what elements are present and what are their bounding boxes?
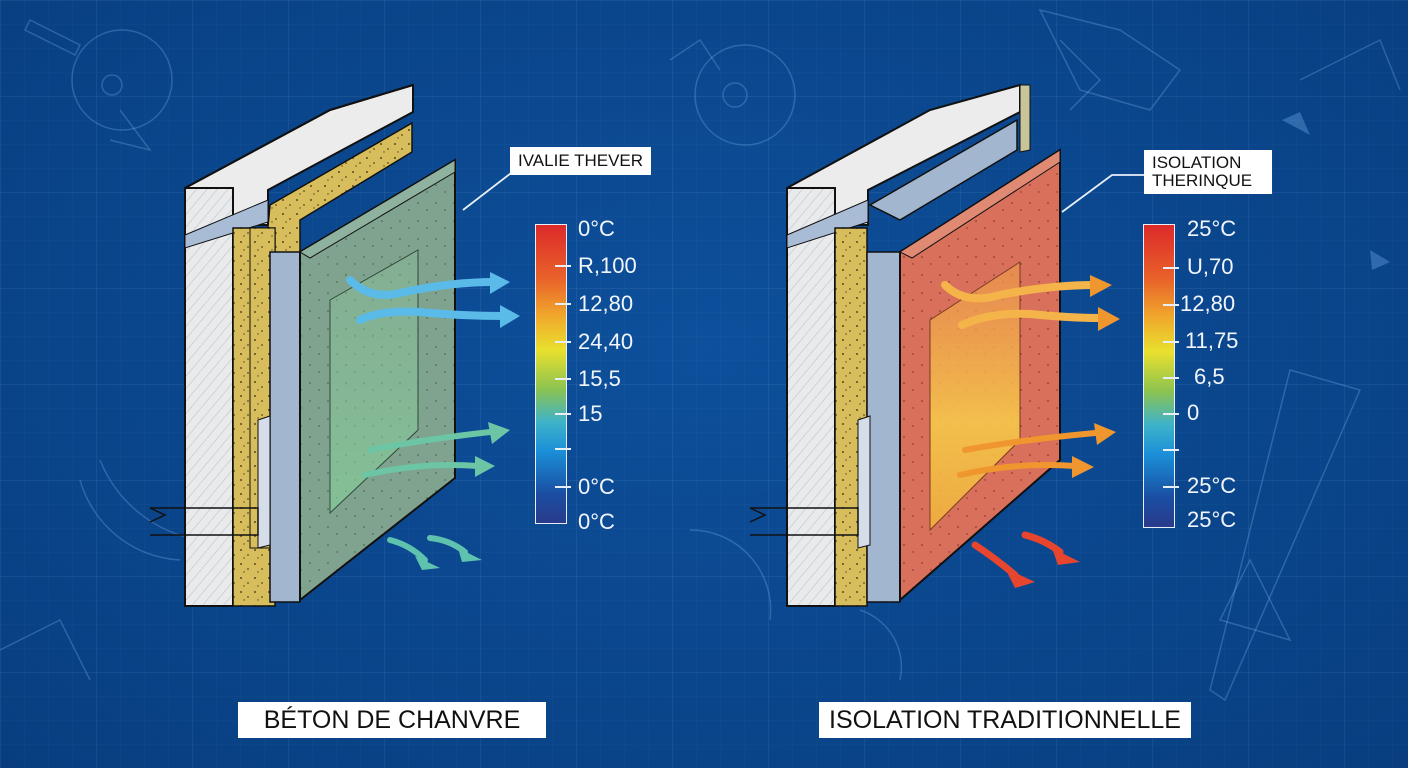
callout-line-2: THERINQUE [1152, 170, 1253, 190]
heat-flow-arrows-warm [941, 275, 1120, 588]
scale-tick [1163, 377, 1179, 379]
scale-tick [555, 341, 571, 343]
callout-leader-right [1061, 174, 1144, 213]
scale-label: 25°C [1187, 216, 1237, 241]
scale-tick [1163, 486, 1179, 488]
scale-label: 0°C [578, 474, 615, 499]
scale-label: 24,40 [578, 329, 634, 354]
flow-arrow-4 [957, 462, 1078, 478]
flow-arrow-6 [1021, 531, 1064, 556]
scale-label: R,100 [578, 253, 637, 278]
flow-arrow-5 [387, 537, 428, 563]
flow-arrow-3 [367, 429, 493, 453]
callout-label-left: IVALIE THEVER [510, 147, 652, 175]
scale-label: 25°C [1187, 473, 1237, 498]
scale-label: 0°C [578, 509, 615, 534]
scale-tick [1163, 304, 1179, 306]
flow-arrow-2 [356, 307, 509, 324]
scale-label: 0°C [578, 216, 615, 241]
flow-arrow-2 [958, 309, 1104, 329]
temperature-color-scale-right [1143, 224, 1175, 528]
membrane-layer-top [868, 118, 1018, 221]
scale-tick [555, 378, 571, 380]
gear-sketch-icon [694, 44, 796, 146]
scale-label: 25°C [1187, 507, 1237, 532]
scale-label: U,70 [1187, 254, 1234, 279]
ruler-sketch-icon [1209, 369, 1362, 702]
panel-title-hemp-concrete: BÉTON DE CHANVRE [238, 702, 546, 738]
scale-tick [555, 486, 571, 488]
callout-line-1: ISOLATION [1152, 153, 1242, 172]
scale-tick [555, 303, 571, 305]
panel-title-traditional-insulation: ISOLATION TRADITIONNELLE [819, 702, 1191, 738]
flow-arrow-1 [941, 281, 1099, 303]
concrete-wall-section [786, 187, 836, 607]
compass-sketch-icon [71, 29, 173, 131]
scale-tick [1163, 341, 1179, 343]
scale-tick [555, 448, 571, 450]
scale-label: 15,5 [578, 366, 621, 391]
scale-label: 11,75 [1185, 328, 1239, 353]
scale-label: 12,80 [1180, 291, 1236, 316]
callout-label-right: ISOLATION THERINQUE [1144, 150, 1272, 194]
protractor-sketch-icon [79, 479, 181, 561]
concrete-wall-section [184, 187, 234, 607]
scale-tick [1163, 449, 1179, 451]
scale-label: 12,80 [578, 291, 634, 316]
heat-flow-arrows-cool [346, 272, 520, 570]
set-square-sketch-icon [1218, 558, 1292, 642]
scale-tick [1163, 413, 1179, 415]
scale-tick [555, 413, 571, 415]
temperature-color-scale-left [535, 224, 567, 524]
flow-arrow-4 [362, 462, 481, 478]
scale-label: 0 [1187, 400, 1200, 425]
scale-label: 15 [578, 401, 603, 426]
tool-sketch-icon [1038, 8, 1182, 111]
flow-arrow-1 [346, 276, 499, 299]
scale-label: 6,5 [1194, 364, 1225, 389]
flow-arrow-3 [962, 430, 1098, 453]
mineral-wool-layer [834, 227, 868, 607]
scale-tick [555, 265, 571, 267]
membrane-layer [866, 251, 901, 603]
flow-arrow-6 [427, 535, 468, 555]
scale-tick [1163, 267, 1179, 269]
